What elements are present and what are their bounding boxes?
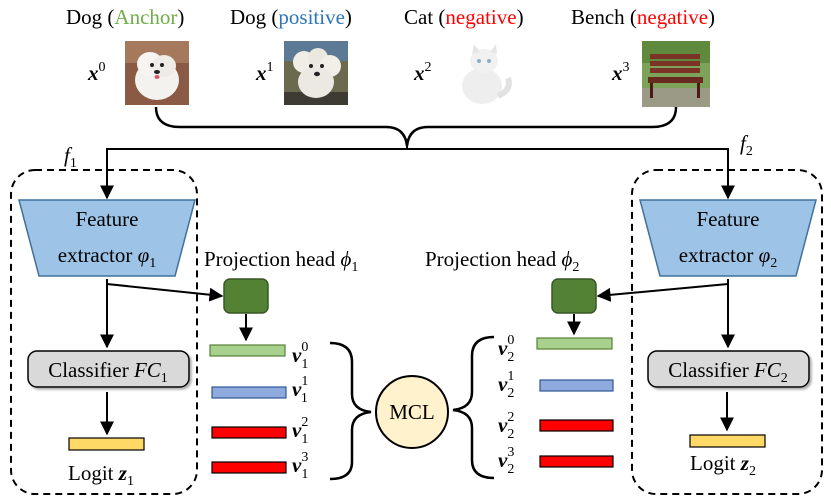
embedding-bar-v1-1 [211,386,287,399]
classifier-left [27,350,190,388]
photo-cat-negative [449,41,517,107]
caption-cat: Cat (negative) [404,5,524,29]
role-anchor: Anchor [114,5,177,29]
role-negative-cat: negative [445,5,516,29]
photo-dog-positive [284,41,348,105]
extractor-left-line1: Feature [76,207,139,231]
embedding-brace-left [329,341,372,481]
embedding-bar-v1-0 [209,344,286,357]
network-label-f2: f2 [740,131,753,159]
caption-bench: Bench (negative) [571,5,715,29]
input-label-x2: x2 [413,60,432,85]
role-negative-bench: negative [637,5,708,29]
network-box-right [631,169,823,495]
embedding-bar-v2-2 [539,419,614,432]
feature-extractor-left [18,199,196,277]
embedding-bar-v2-0 [536,337,613,350]
route-arrow-right [407,148,735,200]
photo-bench-negative [642,41,710,107]
classifier-right [647,350,810,388]
feature-extractor-right [639,199,817,277]
classifier-left-label: Classifier FC1 [48,358,168,386]
projection-head-left [223,278,269,314]
embedding-brace-right [452,335,495,480]
projection-head-right [551,278,597,314]
embedding-bar-v1-3 [211,461,287,474]
logit-bar-right [689,434,766,448]
logit-left-label: Logit z1 [68,461,134,489]
arrow-extractor-to-proj-right [596,283,729,302]
extractor-right-line1: Feature [697,207,760,231]
extractor-right-line2: extractor φ2 [679,243,778,271]
embedding-bar-v2-3 [539,455,614,468]
input-label-x0: x0 [87,60,106,85]
caption-positive: Dog (positive) [230,5,352,29]
logit-right-label: Logit z2 [690,451,756,479]
caption-anchor: Dog (Anchor) [66,5,184,29]
input-group-brace [154,106,678,147]
role-positive: positive [278,5,345,29]
embedding-bar-v1-2 [211,426,287,439]
mcl-label: MCL [389,400,435,424]
photo-dog-anchor [125,41,189,105]
embedding-bar-v2-1 [539,379,614,392]
arrow-extractor-to-proj-left [106,283,224,302]
input-label-x1: x1 [255,60,274,85]
mcl-node [375,375,449,449]
input-label-x3: x3 [611,60,630,85]
projection-head-right-label: Projection head ϕ2 [425,247,579,275]
extractor-left-line2: extractor φ1 [58,243,157,271]
projection-head-left-label: Projection head ϕ1 [204,247,358,275]
network-box-left [10,169,198,495]
logit-bar-left [68,437,145,451]
classifier-right-label: Classifier FC2 [668,358,788,386]
network-label-f1: f1 [64,143,77,171]
route-arrow-left [100,146,408,200]
